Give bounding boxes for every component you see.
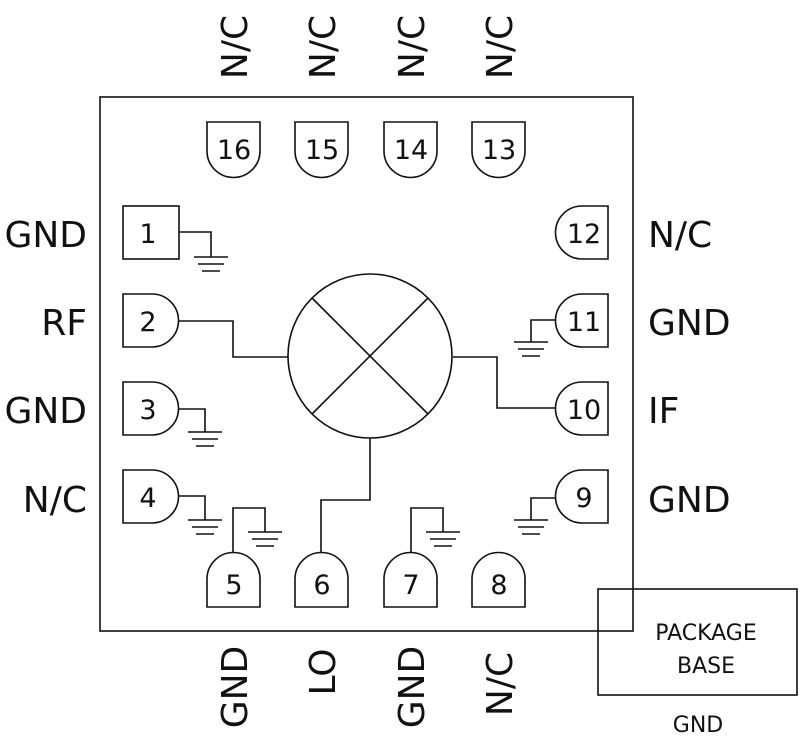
pin-10: 10 [554, 381, 609, 436]
package-base-line2: BASE [677, 654, 735, 679]
pin-2-label: RF [41, 303, 87, 344]
pin-8: 8 [471, 551, 526, 608]
pin-5-number: 5 [225, 570, 242, 601]
pin-12-label: N/C [648, 215, 712, 256]
pin-12: 12 [554, 205, 609, 260]
pin-14: 14 [383, 121, 438, 179]
pin-1: 1 [122, 205, 180, 260]
pin-15-number: 15 [305, 135, 339, 166]
pin-3-label: GND [4, 391, 87, 432]
pin-13: 13 [471, 121, 526, 179]
pin-13-number: 13 [482, 135, 516, 166]
pin-14-label: N/C [392, 15, 433, 79]
pin-5-label: GND [215, 646, 256, 729]
pin-6-label: LO [303, 648, 344, 695]
pin-1-number: 1 [139, 219, 156, 250]
pin-11-number: 11 [567, 307, 601, 338]
pin-10-number: 10 [567, 395, 601, 426]
mixer-symbol [287, 273, 453, 439]
pin-7-number: 7 [402, 570, 419, 601]
package-outline [99, 96, 634, 632]
pin-7: 7 [383, 551, 438, 608]
pin-16-label: N/C [215, 15, 256, 79]
pin-8-label: N/C [480, 652, 521, 716]
pin-16: 16 [206, 121, 261, 179]
pin-1-label: GND [4, 215, 87, 256]
pin-10-label: IF [648, 391, 679, 432]
pin-16-number: 16 [217, 135, 251, 166]
pin-6: 6 [294, 551, 349, 608]
pin-6-number: 6 [313, 570, 330, 601]
pin-3: 3 [122, 381, 180, 436]
pin-7-label: GND [392, 646, 433, 729]
pin-9: 9 [554, 469, 609, 524]
pin-4: 4 [122, 469, 180, 524]
pin-11-label: GND [648, 303, 731, 344]
pin-3-number: 3 [139, 395, 156, 426]
pin-13-label: N/C [480, 15, 521, 79]
pin-8-number: 8 [490, 570, 507, 601]
pin-15: 15 [294, 121, 349, 179]
pin-14-number: 14 [394, 135, 428, 166]
pin-15-label: N/C [303, 15, 344, 79]
wiring [179, 320, 555, 553]
package-base-label: GND [673, 713, 723, 738]
pin-9-number: 9 [575, 483, 592, 514]
pin-9-label: GND [648, 480, 731, 521]
pin-12-number: 12 [567, 219, 601, 250]
pin-2: 2 [122, 293, 180, 348]
package-base-box [597, 588, 798, 696]
pin-2-number: 2 [139, 307, 156, 338]
ground-symbols [179, 231, 555, 553]
pin-4-number: 4 [139, 483, 156, 514]
pin-4-label: N/C [23, 480, 87, 521]
package-base-line1: PACKAGE [655, 621, 757, 646]
pin-5: 5 [206, 551, 261, 608]
pin-11: 11 [554, 293, 609, 348]
